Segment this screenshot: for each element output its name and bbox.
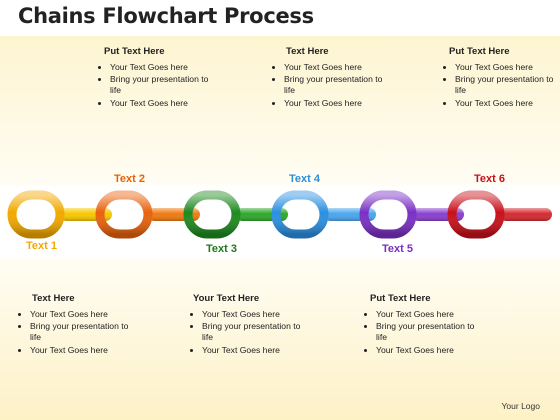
bottom-block-3-heading: Put Text Here xyxy=(370,293,431,304)
chain-label-5: Text 5 xyxy=(382,243,413,255)
chain-ring-6 xyxy=(447,190,505,239)
bullet: Your Text Goes here xyxy=(455,98,560,109)
bullet: Bring your presentation to life xyxy=(110,74,218,96)
bullet: Bring your presentation to life xyxy=(376,321,484,343)
chain-label-2: Text 2 xyxy=(114,173,145,185)
chain-label-6: Text 6 xyxy=(474,173,505,185)
top-block-2: Text Here Your Text Goes here Bring your… xyxy=(272,46,392,110)
bottom-block-1: Text Here Your Text Goes here Bring your… xyxy=(18,293,138,357)
chain-label-4: Text 4 xyxy=(289,173,320,185)
bullet: Bring your presentation to life xyxy=(202,321,310,343)
chain-ring-4 xyxy=(271,190,329,239)
bullet: Your Text Goes here xyxy=(284,62,392,73)
bottom-block-3: Put Text Here Your Text Goes here Bring … xyxy=(364,293,484,357)
bullet: Your Text Goes here xyxy=(455,62,560,73)
top-block-3: Put Text Here Your Text Goes here Bring … xyxy=(443,46,560,110)
chain-ring-2 xyxy=(95,190,153,239)
chain-label-3: Text 3 xyxy=(206,243,237,255)
bullet: Bring your presentation to life xyxy=(284,74,392,96)
chain-label-1: Text 1 xyxy=(26,240,57,252)
chain-ring-1 xyxy=(7,190,65,239)
bullet: Your Text Goes here xyxy=(202,309,310,320)
bullet: Your Text Goes here xyxy=(110,62,218,73)
bottom-block-2: Your Text Here Your Text Goes here Bring… xyxy=(190,293,310,357)
page-title: Chains Flowchart Process xyxy=(18,4,314,28)
chain-ring-5 xyxy=(359,190,417,239)
bullet: Your Text Goes here xyxy=(284,98,392,109)
bullet: Your Text Goes here xyxy=(202,345,310,356)
chain-ring-3 xyxy=(183,190,241,239)
bottom-block-1-heading: Text Here xyxy=(32,293,75,304)
bullet: Your Text Goes here xyxy=(30,309,138,320)
top-block-1: Put Text Here Your Text Goes here Bring … xyxy=(98,46,218,110)
bullet: Your Text Goes here xyxy=(376,345,484,356)
bottom-band xyxy=(0,258,560,420)
bullet: Your Text Goes here xyxy=(376,309,484,320)
bullet: Your Text Goes here xyxy=(110,98,218,109)
bullet: Your Text Goes here xyxy=(30,345,138,356)
bottom-block-2-heading: Your Text Here xyxy=(193,293,260,304)
connector-link-6 xyxy=(500,208,552,221)
top-block-2-heading: Text Here xyxy=(286,46,329,57)
top-band xyxy=(0,36,560,186)
logo-text: Your Logo xyxy=(501,401,540,411)
top-block-3-heading: Put Text Here xyxy=(449,46,510,57)
bullet: Bring your presentation to life xyxy=(30,321,138,343)
bullet: Bring your presentation to life xyxy=(455,74,560,96)
top-block-1-heading: Put Text Here xyxy=(104,46,165,57)
